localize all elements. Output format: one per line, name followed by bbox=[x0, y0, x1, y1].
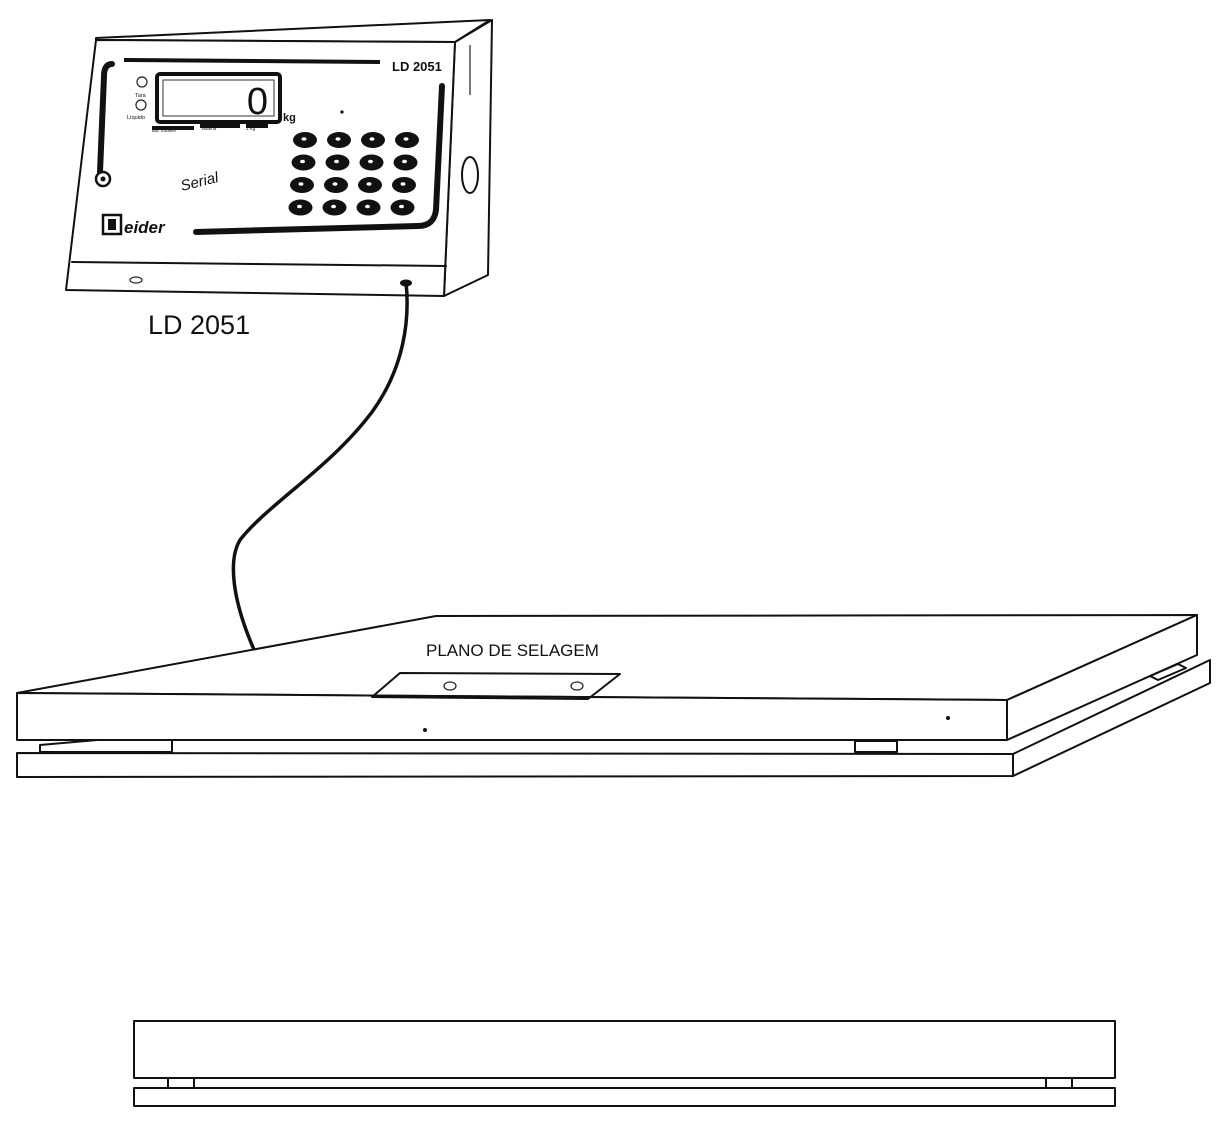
keypad-key-glyph bbox=[369, 137, 375, 141]
brand-logo-mark bbox=[108, 219, 116, 230]
keypad-key-glyph bbox=[366, 182, 372, 186]
display-value: 0 bbox=[247, 81, 268, 123]
bezel-left-stroke bbox=[97, 61, 115, 175]
weight-display-window bbox=[162, 79, 275, 117]
elevation-top-plate bbox=[133, 1020, 1116, 1079]
keypad-key-glyph bbox=[368, 159, 373, 164]
base-plate-side bbox=[1012, 659, 1211, 777]
base-plate-front bbox=[16, 752, 1014, 778]
platform-perspective bbox=[16, 614, 1211, 778]
status-label-battery: Bateria bbox=[202, 126, 217, 131]
keypad-key-glyph bbox=[335, 137, 341, 141]
keypad-key-glyph bbox=[334, 159, 339, 164]
indicator-unit: LD 2051 Tara Líquido 0 kg Bal. Estável B… bbox=[65, 19, 493, 297]
platform-elevation bbox=[133, 1020, 1116, 1107]
tare-led-label: Tara bbox=[135, 93, 147, 99]
keypad-key-glyph bbox=[301, 137, 307, 141]
brand-name: eider bbox=[124, 218, 166, 237]
mark-dot bbox=[423, 728, 427, 732]
tare-led-icon bbox=[136, 76, 148, 88]
status-bar-increment bbox=[246, 124, 268, 128]
sealing-screw-right-icon bbox=[570, 681, 584, 691]
indicator-caption: LD 2051 bbox=[148, 310, 250, 340]
elevation-base-plate bbox=[133, 1087, 1116, 1107]
bezel-top-stroke bbox=[123, 58, 381, 64]
indicator-base-line bbox=[71, 261, 447, 267]
top-plate-front bbox=[16, 692, 1008, 741]
net-led-label: Líquido bbox=[127, 115, 145, 121]
dot-marker bbox=[340, 110, 344, 114]
keypad-key-glyph bbox=[297, 204, 302, 209]
keypad-key-glyph bbox=[300, 159, 305, 164]
elevation-load-cell-left bbox=[167, 1077, 195, 1089]
base-screw-icon bbox=[129, 276, 143, 284]
mark-dot bbox=[946, 716, 950, 720]
status-bar-battery bbox=[200, 124, 240, 128]
display-unit: kg bbox=[283, 112, 296, 124]
model-badge: LD 2051 bbox=[392, 59, 442, 74]
keypad-key-glyph bbox=[365, 204, 370, 209]
keypad-key-glyph bbox=[400, 182, 406, 186]
sealing-plane-label: PLANO DE SELAGEM bbox=[426, 641, 599, 660]
elevation-load-cell-right bbox=[1045, 1077, 1073, 1089]
power-icon bbox=[100, 176, 106, 182]
keypad-key-glyph bbox=[332, 182, 338, 186]
load-cell-front-right bbox=[854, 740, 898, 753]
side-connector-icon bbox=[461, 156, 479, 194]
weight-display bbox=[155, 72, 282, 124]
keypad-key-glyph bbox=[298, 182, 304, 186]
status-label-stable: Bal. Estável bbox=[152, 128, 176, 133]
keypad-key-glyph bbox=[331, 204, 336, 209]
keypad-key-glyph bbox=[403, 137, 409, 141]
top-plate-surface bbox=[16, 614, 1198, 701]
keypad bbox=[288, 132, 419, 216]
status-bar-stable bbox=[152, 126, 194, 130]
keypad-key-glyph bbox=[399, 204, 404, 209]
bezel-right-stroke bbox=[193, 83, 445, 235]
keypad-key-glyph bbox=[402, 159, 407, 164]
top-plate-side bbox=[1006, 614, 1198, 741]
signal-cable bbox=[231, 280, 409, 654]
sealing-screw-left-icon bbox=[443, 681, 457, 691]
sealing-cover bbox=[371, 672, 621, 700]
status-label-increment: 1 Kg bbox=[246, 126, 256, 131]
indicator-top-edge bbox=[95, 19, 491, 43]
net-led-icon bbox=[135, 99, 147, 111]
